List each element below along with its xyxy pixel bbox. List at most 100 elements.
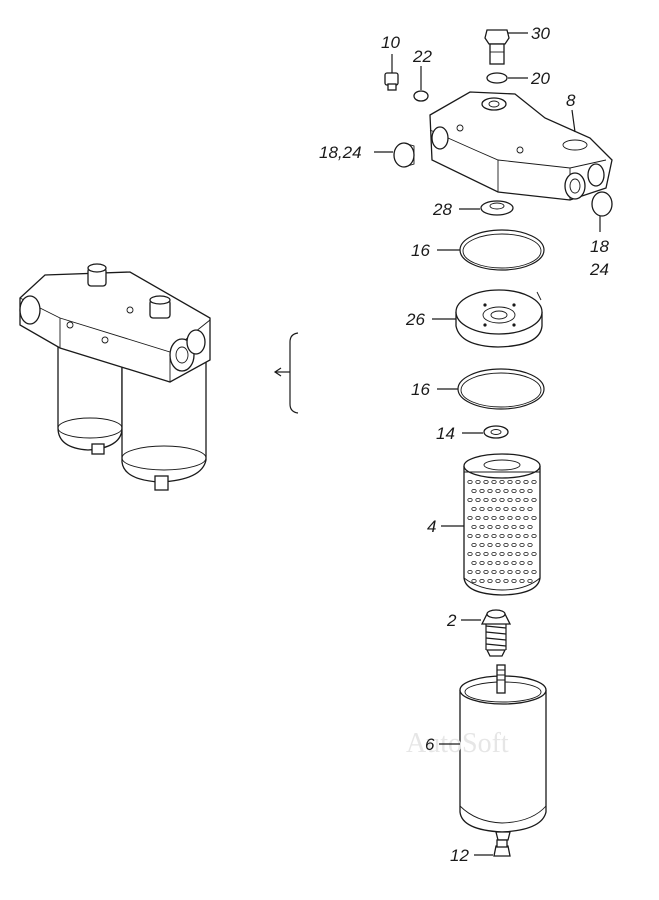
perforation-hole <box>475 497 481 502</box>
label-12: 12 <box>450 846 469 865</box>
perforation-hole <box>519 488 525 493</box>
label-24: 24 <box>589 260 609 279</box>
perforation-hole <box>531 570 537 575</box>
perforation-hole <box>491 497 497 502</box>
perforation-hole <box>499 516 505 521</box>
perforation-hole <box>515 534 521 539</box>
perforation-hole <box>475 534 481 539</box>
filter-head-8 <box>429 91 613 201</box>
perforation-hole <box>471 488 477 493</box>
bowl-6 <box>459 664 547 841</box>
perforation-hole <box>519 506 525 511</box>
perforation-hole <box>515 497 521 502</box>
perforation-hole <box>475 516 481 521</box>
perforation-hole <box>467 552 473 557</box>
perforation-hole <box>519 525 525 530</box>
washer-14 <box>483 425 509 439</box>
perforation-hole <box>467 516 473 521</box>
perforation-hole <box>475 570 481 575</box>
perforation-hole <box>507 479 513 484</box>
drain-plug-12 <box>493 839 511 857</box>
label-28: 28 <box>432 200 452 219</box>
perforation-hole <box>475 479 481 484</box>
perforation-hole <box>491 479 497 484</box>
perforation-hole <box>519 543 525 548</box>
perforation-hole <box>503 543 509 548</box>
perforation-hole <box>467 479 473 484</box>
perforation-hole <box>479 543 485 548</box>
perforation-hole <box>479 561 485 566</box>
perforation-hole <box>495 488 501 493</box>
perforation-hole <box>483 570 489 575</box>
perforation-hole <box>519 561 525 566</box>
washer-28 <box>480 200 514 216</box>
valve-2 <box>480 609 512 657</box>
label-22: 22 <box>412 47 432 66</box>
perforation-hole <box>479 525 485 530</box>
perforation-hole <box>523 479 529 484</box>
perforation-hole <box>507 570 513 575</box>
perforation-hole <box>487 561 493 566</box>
perforation-hole <box>515 552 521 557</box>
label-20: 20 <box>530 69 550 88</box>
perforation-hole <box>499 570 505 575</box>
label-2: 2 <box>446 611 457 630</box>
perforation-hole <box>511 525 517 530</box>
perforation-hole <box>511 488 517 493</box>
perforation-hole <box>487 579 493 584</box>
oring-16-top <box>459 229 545 271</box>
perforation-hole <box>531 552 537 557</box>
perforation-hole <box>511 506 517 511</box>
perforation-hole <box>495 543 501 548</box>
perforation-hole <box>471 506 477 511</box>
perforation-hole <box>487 525 493 530</box>
perforation-hole <box>499 497 505 502</box>
perforation-hole <box>527 561 533 566</box>
label-10: 10 <box>381 33 400 52</box>
perforation-hole <box>479 579 485 584</box>
washer-20 <box>486 72 508 84</box>
label-26: 26 <box>405 310 425 329</box>
label-8: 8 <box>566 91 576 110</box>
label-6: 6 <box>425 735 435 754</box>
perforation-hole <box>507 552 513 557</box>
leader-lines <box>374 32 601 856</box>
label-18-24: 18,24 <box>319 143 362 162</box>
perforation-hole <box>523 497 529 502</box>
perforation-hole <box>483 497 489 502</box>
perforation-hole <box>527 525 533 530</box>
perforation-hole <box>475 552 481 557</box>
label-16-top: 16 <box>411 241 430 260</box>
perforation-hole <box>487 488 493 493</box>
perforation-hole <box>479 506 485 511</box>
perforation-hole <box>527 579 533 584</box>
perforation-hole <box>527 488 533 493</box>
perforation-hole <box>515 570 521 575</box>
perforation-hole <box>515 516 521 521</box>
label-16-bottom: 16 <box>411 380 430 399</box>
perforation-hole <box>511 561 517 566</box>
perforation-hole <box>495 506 501 511</box>
plug-18-24-right <box>591 191 613 217</box>
part-labels: 30 10 22 20 8 18,24 28 18 24 16 26 16 14… <box>319 24 609 865</box>
perforation-hole <box>503 525 509 530</box>
perforation-hole <box>507 534 513 539</box>
perforation-hole <box>483 552 489 557</box>
label-18: 18 <box>590 237 609 256</box>
perforation-hole <box>523 516 529 521</box>
perforation-hole <box>531 497 537 502</box>
perforation-hole <box>495 579 501 584</box>
perforation-hole <box>467 570 473 575</box>
label-4: 4 <box>427 517 436 536</box>
cover-26 <box>455 289 543 348</box>
perforation-hole <box>467 534 473 539</box>
label-14: 14 <box>436 424 455 443</box>
perforation-hole <box>499 552 505 557</box>
perforation-hole <box>503 561 509 566</box>
label-30: 30 <box>531 24 550 43</box>
plug-18-24-left <box>393 142 415 168</box>
filter-perforations <box>467 479 537 584</box>
perforation-hole <box>479 488 485 493</box>
perforation-hole <box>487 543 493 548</box>
perforation-hole <box>515 479 521 484</box>
